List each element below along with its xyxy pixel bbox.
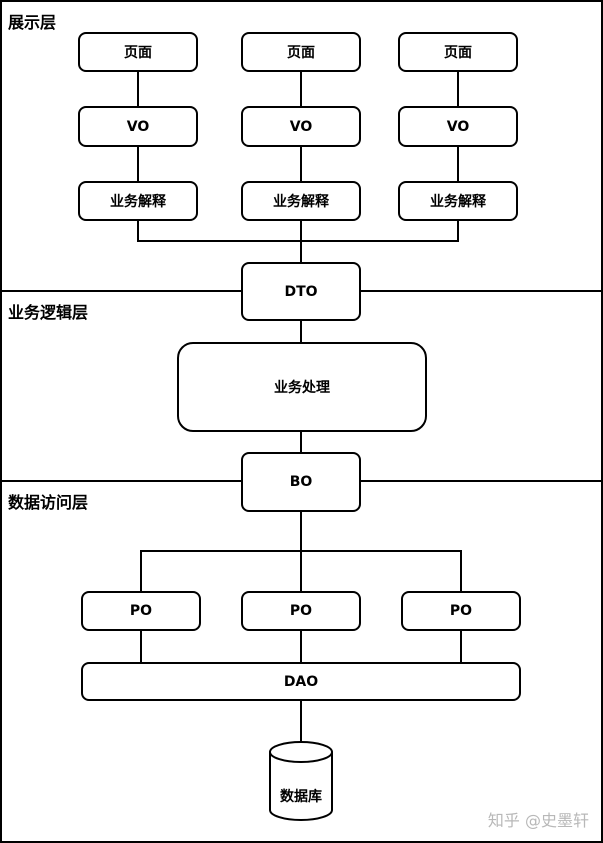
layer-label-presentation: 展示层	[8, 13, 57, 32]
database-label: 数据库	[280, 789, 322, 805]
node-interpret-1: 业务解释	[78, 181, 198, 221]
node-page-2: 页面	[241, 32, 361, 72]
node-po-2: PO	[241, 591, 361, 631]
layer-label-business: 业务逻辑层	[8, 303, 89, 322]
node-vo-3: VO	[398, 106, 518, 147]
database-cylinder	[269, 741, 333, 821]
connector-interpret-merge	[137, 221, 459, 242]
node-vo-1: VO	[78, 106, 198, 147]
node-vo-2: VO	[241, 106, 361, 147]
node-business-process: 业务处理	[177, 342, 427, 432]
node-po-1: PO	[81, 591, 201, 631]
node-page-1: 页面	[78, 32, 198, 72]
node-page-3: 页面	[398, 32, 518, 72]
layer-label-data-access: 数据访问层	[8, 493, 89, 512]
node-dao: DAO	[81, 662, 521, 701]
node-po-3: PO	[401, 591, 521, 631]
watermark: 知乎 @史墨轩	[487, 811, 589, 830]
node-interpret-2: 业务解释	[241, 181, 361, 221]
node-bo: BO	[241, 452, 361, 512]
node-interpret-3: 业务解释	[398, 181, 518, 221]
connector-branch-po	[140, 550, 462, 591]
node-dto: DTO	[241, 262, 361, 321]
